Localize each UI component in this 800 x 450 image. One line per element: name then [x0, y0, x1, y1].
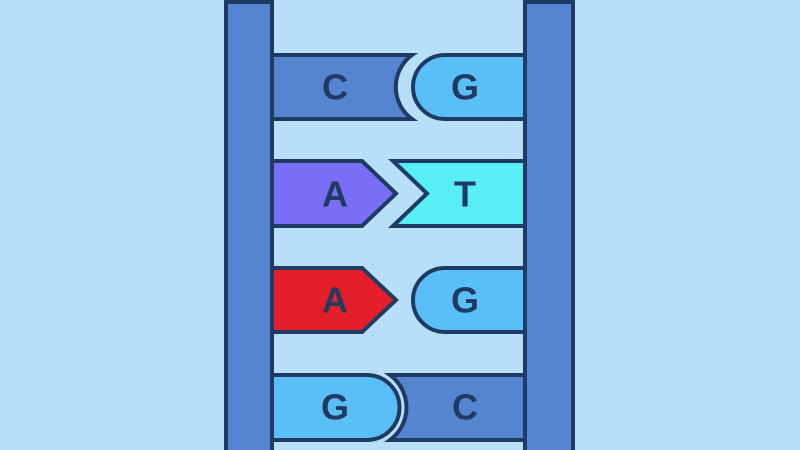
base-pair-4-left-shape — [270, 373, 402, 442]
base-pair-1-right-shape — [411, 53, 527, 121]
base-pair-3-right-letter: G — [451, 280, 479, 321]
base-pair-4-right-letter: C — [452, 387, 478, 428]
base-pair-4-right-shape — [383, 373, 527, 442]
base-pair-4-left-letter: G — [321, 387, 349, 428]
base-pair-3 — [270, 266, 527, 334]
right-backbone — [523, 0, 575, 450]
base-pair-3-right-shape — [411, 266, 527, 334]
base-pair-1 — [270, 53, 527, 121]
base-pair-2-left-letter: A — [322, 174, 348, 215]
base-pair-2-right-letter: T — [454, 174, 476, 215]
base-pair-3-left-letter: A — [322, 280, 348, 321]
base-pair-4 — [270, 373, 527, 442]
base-pair-1-right-letter: G — [451, 67, 479, 108]
base-pair-1-left-letter: C — [322, 67, 348, 108]
base-pair-1-left-shape — [270, 53, 419, 121]
left-backbone — [224, 0, 274, 450]
